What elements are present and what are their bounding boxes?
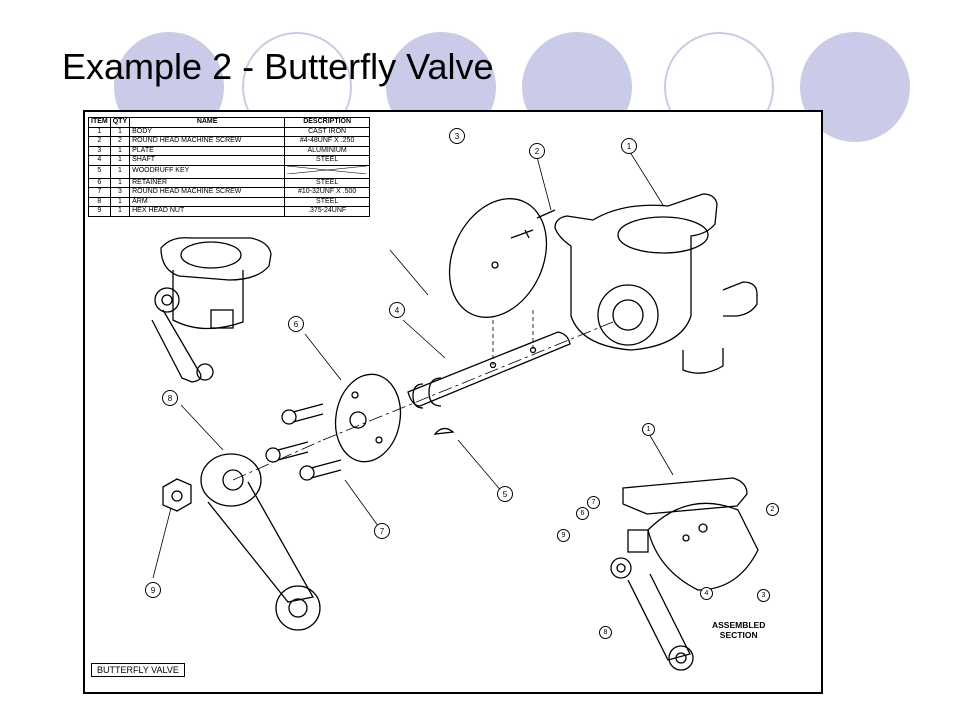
bom-qty: 1 <box>109 196 131 208</box>
bom-header-description: DESCRIPTION <box>284 117 371 128</box>
section-callout-screw-large: 7 <box>587 496 600 509</box>
bom-name: ROUND HEAD MACHINE SCREW <box>129 136 286 147</box>
bom-item: 1 <box>88 126 111 138</box>
callout-screw-small: 2 <box>529 143 545 159</box>
bom-qty: 1 <box>109 206 131 217</box>
section-callout-body: 1 <box>642 423 655 436</box>
bom-name: SHAFT <box>129 155 286 166</box>
mini-assembly <box>151 237 272 383</box>
assembled-label-line2: SECTION <box>719 630 758 640</box>
bom-description: STEEL <box>284 155 371 166</box>
bom-description: #4-48UNF X .250 <box>284 136 371 147</box>
bom-item: 8 <box>88 196 111 208</box>
bom-item: 5 <box>88 164 111 179</box>
exploded-view-illustration <box>83 110 823 694</box>
bom-name: RETAINER <box>129 177 286 189</box>
bom-name: HEX HEAD NUT <box>129 206 286 217</box>
bom-item: 7 <box>88 187 111 198</box>
slide-title: Example 2 - Butterfly Valve <box>62 46 494 87</box>
callout-woodruff-key: 5 <box>497 486 513 502</box>
bom-item: 9 <box>88 206 111 217</box>
callout-plate: 3 <box>449 128 465 144</box>
bom-header-item: ITEM <box>88 117 111 128</box>
bom-header-name: NAME <box>129 117 286 128</box>
crossed-cell-icon <box>287 165 368 175</box>
bom-qty: 1 <box>109 126 131 138</box>
bom-qty: 1 <box>109 145 131 157</box>
assembled-section-label: ASSEMBLED SECTION <box>712 620 765 640</box>
callout-retainer: 6 <box>288 316 304 332</box>
assembled-label-line1: ASSEMBLED <box>712 620 766 630</box>
bom-item: 6 <box>88 177 111 189</box>
section-callout-plate: 3 <box>757 589 770 602</box>
bom-item: 4 <box>88 155 111 166</box>
bom-qty: 3 <box>109 187 131 198</box>
bom-name: BODY <box>129 126 286 138</box>
bom-header-qty: QTY <box>109 117 131 128</box>
bom-name: PLATE <box>129 145 286 157</box>
bom-description: ALUMINIUM <box>284 145 371 157</box>
bom-qty: 1 <box>109 164 131 179</box>
bom-item: 2 <box>88 136 111 147</box>
section-callout-screw-small: 2 <box>766 503 779 516</box>
bom-item: 3 <box>88 145 111 157</box>
callout-screw-large: 7 <box>374 523 390 539</box>
bom-description-crossed <box>284 164 371 179</box>
bom-description: CAST IRON <box>284 126 371 138</box>
drawing-caption: BUTTERFLY VALVE <box>91 663 185 677</box>
section-callout-retainer: 6 <box>576 507 589 520</box>
callout-arm: 8 <box>162 390 178 406</box>
bom-description: .375-24UNF <box>284 206 371 217</box>
bom-description: #10-32UNF X .500 <box>284 187 371 198</box>
bom-name: ROUND HEAD MACHINE SCREW <box>129 187 286 198</box>
bom-description: STEEL <box>284 196 371 208</box>
bom-name: ARM <box>129 196 286 208</box>
section-callout-shaft: 4 <box>700 587 713 600</box>
bom-qty: 1 <box>109 177 131 189</box>
callout-body: 1 <box>621 138 637 154</box>
bom-description: STEEL <box>284 177 371 189</box>
callout-shaft: 4 <box>389 302 405 318</box>
bom-qty: 2 <box>109 136 131 147</box>
section-callout-arm: 8 <box>599 626 612 639</box>
bom-qty: 1 <box>109 155 131 166</box>
section-callout-nut: 9 <box>557 529 570 542</box>
bom-name: WOODRUFF KEY <box>129 164 286 179</box>
callout-nut: 9 <box>145 582 161 598</box>
bom-header-row: ITEM QTY NAME DESCRIPTION <box>88 117 371 128</box>
